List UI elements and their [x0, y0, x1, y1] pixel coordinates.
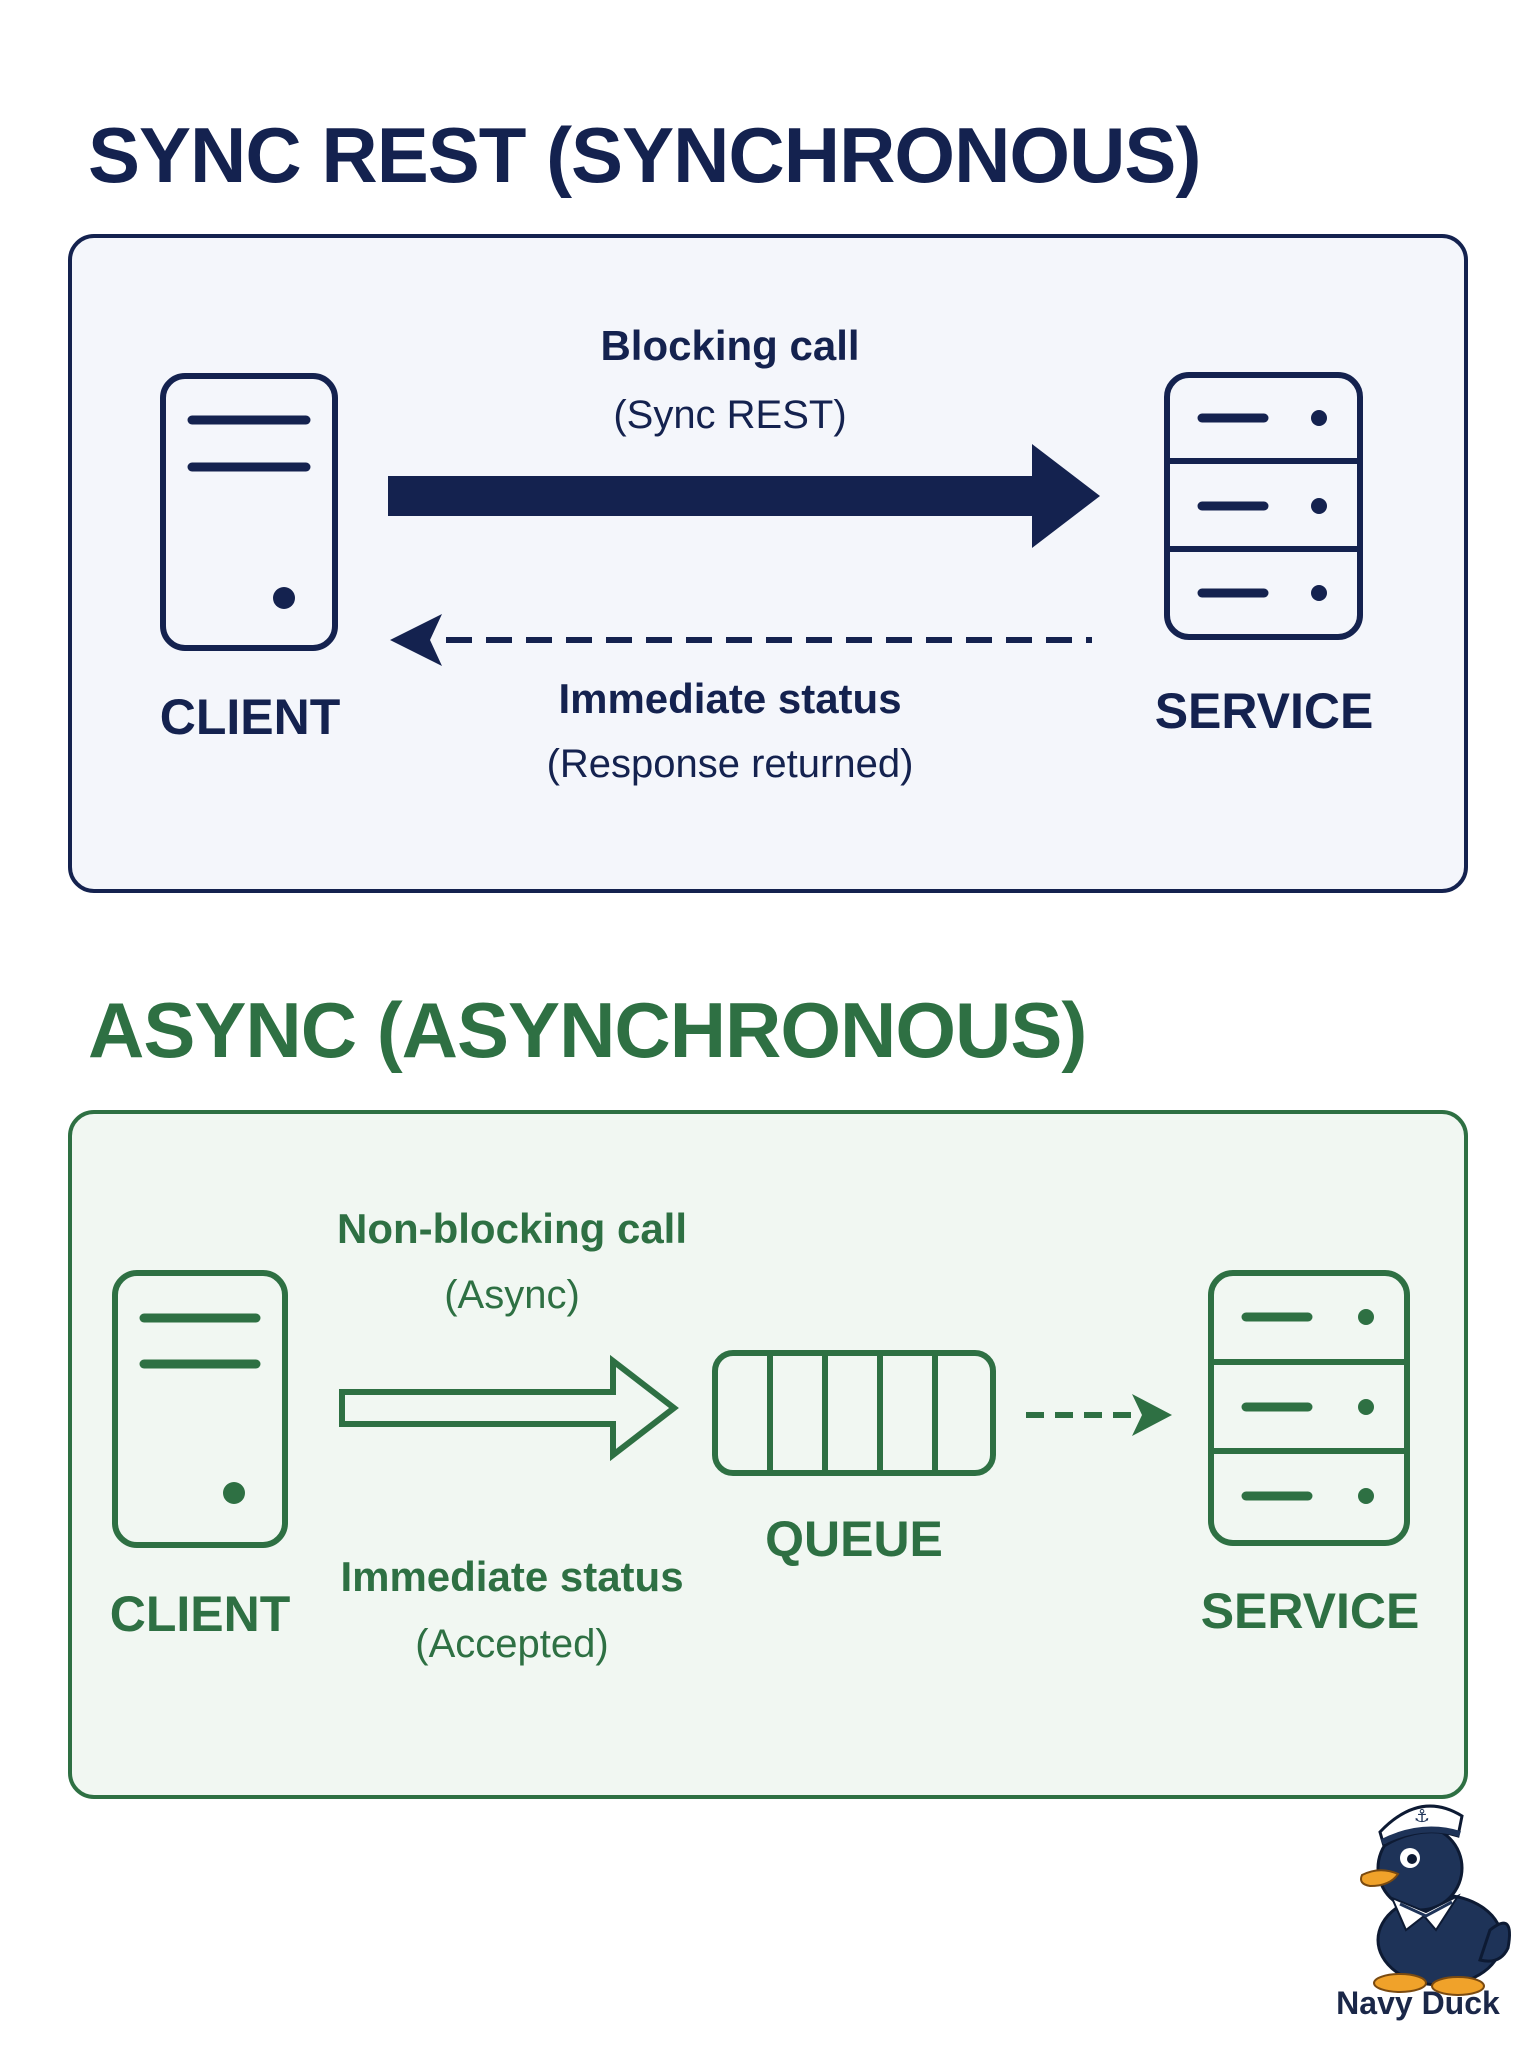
async-service-label: SERVICE [1200, 1583, 1420, 1639]
non-blocking-call-arrow [339, 1354, 679, 1462]
async-request-sublabel: (Async) [444, 1273, 580, 1317]
async-response-sublabel: (Accepted) [415, 1622, 609, 1666]
sync-section-title: SYNC REST (SYNCHRONOUS) [88, 111, 1201, 199]
sync-service-label: SERVICE [1154, 683, 1374, 739]
async-queue-label: QUEUE [765, 1511, 943, 1567]
client-computer-icon [160, 373, 338, 651]
brand-name: Navy Duck [1336, 1985, 1500, 2021]
sailor-duck-icon: ⚓ [1360, 1804, 1511, 1996]
sync-client-label: CLIENT [159, 689, 341, 745]
message-queue-icon [712, 1350, 996, 1476]
sync-panel [68, 234, 1468, 893]
queue-to-service-arrow [1026, 1394, 1172, 1436]
client-computer-icon [112, 1270, 288, 1548]
async-request-label: Non-blocking call [336, 1205, 688, 1252]
sync-response-sublabel: (Response returned) [546, 742, 914, 786]
sync-request-label: Blocking call [600, 322, 860, 369]
sync-arrows [388, 444, 1100, 666]
sync-request-sublabel: (Sync REST) [613, 393, 847, 437]
sync-response-label: Immediate status [558, 675, 902, 722]
server-rack-icon [1164, 372, 1363, 640]
svg-text:⚓: ⚓ [1414, 1806, 1430, 1827]
server-rack-icon [1208, 1270, 1410, 1546]
async-response-label: Immediate status [340, 1553, 684, 1600]
blocking-call-arrow [388, 444, 1100, 548]
async-section-title: ASYNC (ASYNCHRONOUS) [88, 986, 1087, 1074]
async-client-label: CLIENT [109, 1586, 291, 1642]
